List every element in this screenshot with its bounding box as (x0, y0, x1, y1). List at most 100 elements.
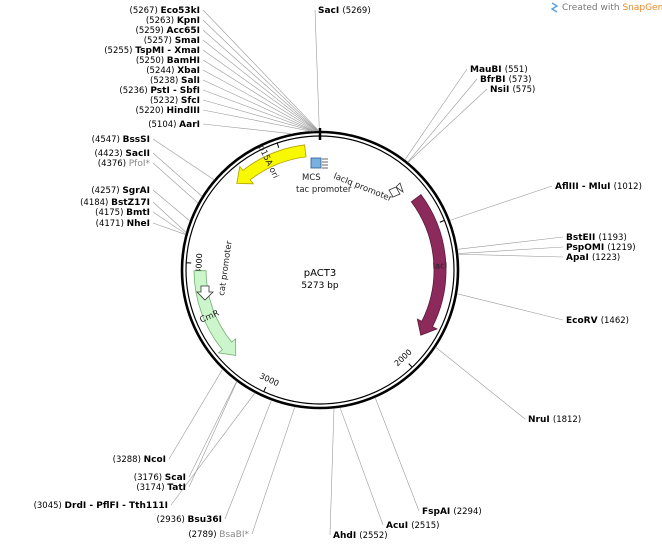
restriction-site[interactable]: BfrBI (573) (480, 75, 531, 85)
site-leader-line (170, 392, 256, 506)
restriction-site[interactable]: MauBI (551) (470, 65, 528, 75)
site-position: (3288) (113, 455, 144, 465)
restriction-site[interactable]: (4175) BmtI (95, 208, 150, 218)
restriction-site[interactable]: (5267) Eco53kI (130, 6, 201, 16)
site-leader-line (202, 29, 318, 132)
restriction-site[interactable]: FspAI (2294) (422, 507, 482, 517)
svg-text:(5220) HindIII: (5220) HindIII (136, 106, 200, 116)
restriction-site[interactable]: (5238) SalI (150, 76, 200, 86)
restriction-site[interactable]: (3174) TatI (136, 483, 186, 493)
mcs-box (310, 157, 322, 169)
svg-text:(4257) SgrAI: (4257) SgrAI (91, 186, 150, 196)
site-name: BsaBI* (219, 530, 249, 540)
restriction-site[interactable]: AflIII - MluI (1012) (555, 182, 642, 192)
svg-text:(4171) NheI: (4171) NheI (96, 219, 150, 229)
site-position: (5220) (136, 106, 167, 116)
restriction-site[interactable]: (2936) Bsu36I (157, 515, 222, 525)
site-leader-line (449, 185, 553, 221)
svg-text:PspOMI (1219): PspOMI (1219) (566, 243, 636, 253)
watermark: Created with SnapGene® (550, 2, 662, 13)
site-position: (5104) (148, 120, 179, 130)
site-name: ScaI (165, 473, 186, 483)
svg-text:ApaI (1223): ApaI (1223) (566, 253, 620, 263)
restriction-site[interactable]: (5244) XbaI (146, 66, 200, 76)
site-name: AcuI (386, 521, 411, 531)
site-leader-line (314, 9, 320, 132)
svg-text:BfrBI (573): BfrBI (573) (480, 75, 531, 85)
site-name: BfrBI (480, 75, 509, 85)
site-position: (5255) (104, 46, 135, 56)
site-name: PfoI* (129, 159, 151, 169)
site-leader-line (202, 9, 320, 132)
site-name: BssSI (123, 135, 150, 145)
site-position: (5263) (146, 16, 177, 26)
svg-text:EcoRV (1462): EcoRV (1462) (566, 316, 629, 326)
label-mcs: MCS (302, 173, 321, 183)
restriction-site[interactable]: (4184) BstZ17I (80, 198, 150, 208)
restriction-site[interactable]: NsiI (575) (490, 85, 535, 95)
restriction-sites: (5267) Eco53kI(5263) KpnI(5259) Acc65I(5… (34, 6, 642, 541)
site-position: (2294) (453, 507, 481, 517)
restriction-site[interactable]: (4257) SgrAI (91, 186, 150, 196)
restriction-site[interactable]: EcoRV (1462) (566, 316, 629, 326)
site-name: AhdI (333, 531, 359, 541)
site-position: (1012) (614, 182, 642, 192)
restriction-site[interactable]: (5104) AarI (148, 120, 200, 130)
restriction-site[interactable]: (4547) BssSI (92, 135, 150, 145)
restriction-site[interactable]: (5263) KpnI (146, 16, 200, 26)
svg-text:(3176) ScaI: (3176) ScaI (134, 473, 186, 483)
restriction-site[interactable]: AcuI (2515) (386, 521, 439, 531)
restriction-site[interactable]: (5250) BamHI (136, 56, 200, 66)
site-name: HindIII (166, 106, 200, 116)
svg-text:(5259) Acc65I: (5259) Acc65I (136, 26, 200, 36)
restriction-site[interactable]: (3045) DrdI - PflFI - Tth111I (34, 501, 168, 511)
restriction-site[interactable]: (2789) BsaBI* (188, 530, 249, 540)
restriction-site[interactable]: (5257) SmaI (144, 36, 200, 46)
restriction-site[interactable]: ApaI (1223) (566, 253, 620, 263)
site-leader-line (458, 253, 564, 258)
restriction-site[interactable]: (4171) NheI (96, 219, 150, 229)
site-position: (2789) (188, 530, 219, 540)
site-position: (2515) (411, 521, 439, 531)
site-leader-line (202, 123, 293, 135)
site-leader-line (202, 109, 312, 132)
svg-text:FspAI (2294): FspAI (2294) (422, 507, 482, 517)
svg-text:Created with SnapGene®: Created with SnapGene® (562, 2, 662, 13)
site-position: (575) (512, 85, 535, 95)
restriction-site[interactable]: (3288) NcoI (113, 455, 166, 465)
restriction-site[interactable]: (5220) HindIII (136, 106, 200, 116)
tac-promoter-mark (322, 158, 328, 169)
svg-text:AflIII - MluI (1012): AflIII - MluI (1012) (555, 182, 642, 192)
restriction-site[interactable]: PspOMI (1219) (566, 243, 636, 253)
ruler-label: 4000 (194, 253, 204, 274)
restriction-site[interactable]: (5236) PstI - SbfI (119, 86, 200, 96)
site-position: (5259) (136, 26, 167, 36)
site-leader-line (188, 381, 238, 488)
site-position: (1223) (592, 253, 620, 263)
svg-text:(5232) SfcI: (5232) SfcI (150, 96, 200, 106)
site-position: (4184) (80, 198, 111, 208)
site-position: (5257) (144, 36, 175, 46)
restriction-site[interactable]: (5259) Acc65I (136, 26, 200, 36)
site-position: (3045) (34, 501, 65, 511)
restriction-site[interactable]: (4423) SacII (94, 149, 150, 159)
restriction-site[interactable]: AhdI (2552) (333, 531, 388, 541)
site-leader-line (152, 152, 203, 197)
site-name: PspOMI (566, 243, 607, 253)
restriction-site[interactable]: (5255) TspMI - XmaI (104, 46, 200, 56)
ruler-tick (263, 386, 267, 392)
site-name: FspAI (422, 507, 453, 517)
restriction-site[interactable]: (3176) ScaI (134, 473, 186, 483)
snapgene-logo-icon (550, 2, 559, 13)
site-position: (4423) (94, 149, 125, 159)
restriction-site[interactable]: BstEII (1193) (566, 233, 627, 243)
restriction-site[interactable]: (4376) PfoI* (98, 159, 151, 169)
site-leader-line (329, 408, 335, 536)
restriction-site[interactable]: NruI (1812) (528, 415, 581, 425)
svg-text:(3174) TatI: (3174) TatI (136, 483, 186, 493)
restriction-site[interactable]: SacI (5269) (318, 6, 371, 16)
restriction-site[interactable]: (5232) SfcI (150, 96, 200, 106)
site-position: (1462) (601, 316, 629, 326)
site-name: SacI (318, 6, 342, 16)
site-leader-line (407, 88, 488, 163)
